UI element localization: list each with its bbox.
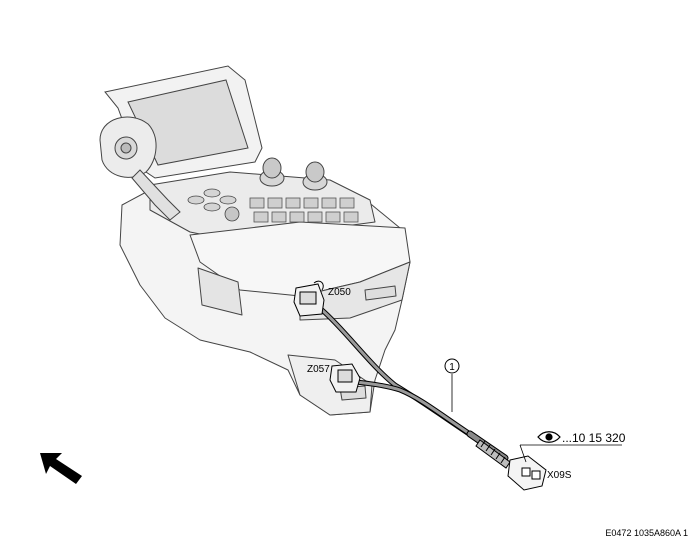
direction-arrow-icon (40, 453, 82, 484)
connector-z050 (293, 280, 325, 317)
reference-number: ...10 15 320 (562, 431, 626, 445)
label-z050: Z050 (328, 287, 351, 298)
label-x09s: X09S (547, 470, 572, 481)
cable-sleeve (475, 439, 511, 469)
callout-item-1: 1 (444, 358, 460, 412)
button-cluster (187, 188, 240, 222)
connector-x09s (507, 455, 547, 491)
reference-note: ...10 15 320 (519, 431, 626, 463)
joystick (99, 116, 181, 221)
switch-bank (249, 197, 359, 223)
label-z057: Z057 (307, 364, 330, 375)
document-code: E0472 1035A860A 1 (605, 528, 688, 538)
armrest-console (119, 171, 411, 416)
connector-z057 (329, 363, 361, 393)
eye-icon (537, 431, 561, 443)
item-number: 1 (449, 362, 455, 373)
rotary-knobs (259, 157, 328, 191)
